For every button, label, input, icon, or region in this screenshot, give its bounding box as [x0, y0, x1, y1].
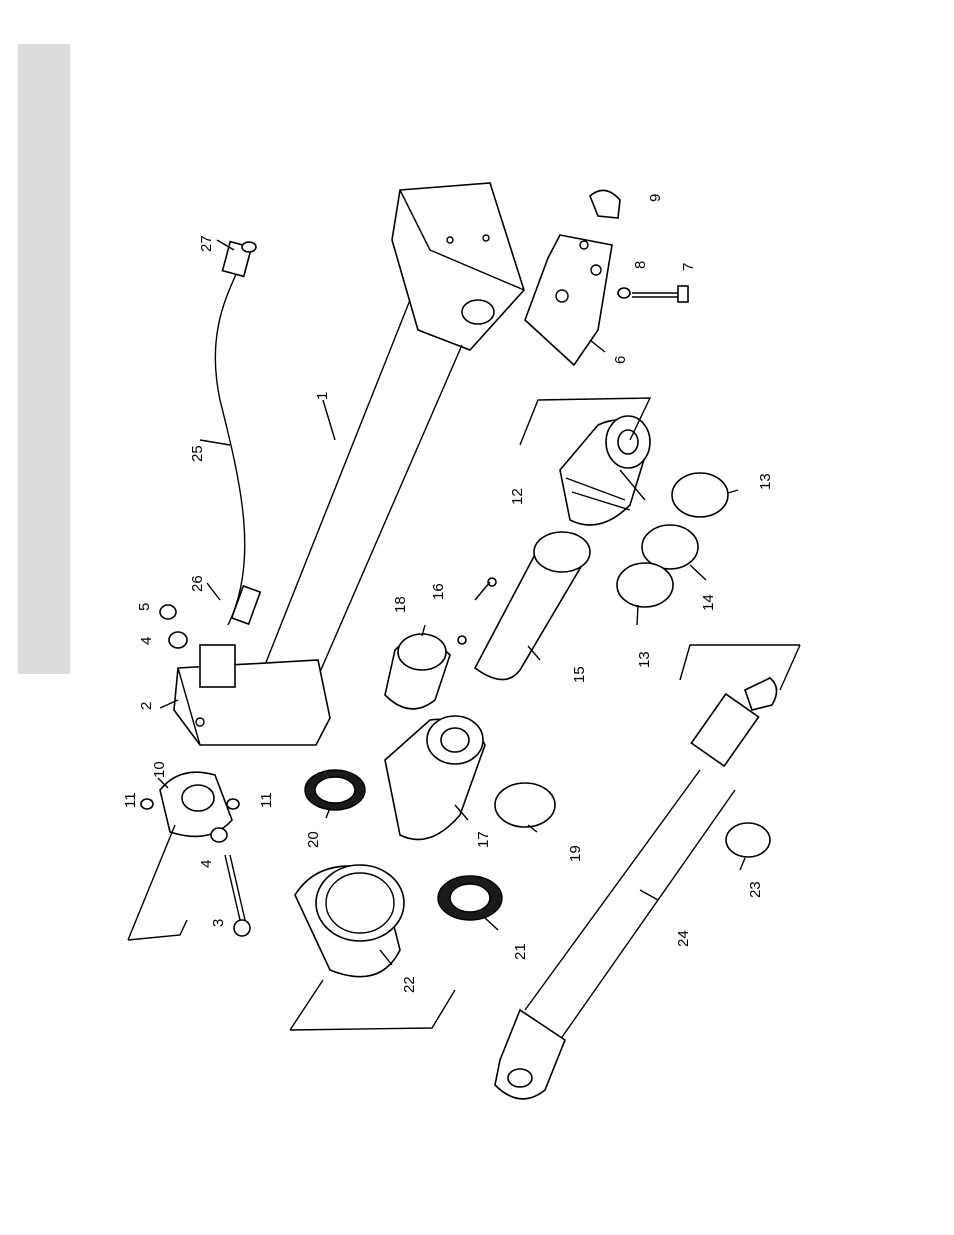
callout-13-right: 13 — [757, 473, 774, 490]
callout-3: 3 — [210, 919, 227, 927]
callout-14: 14 — [700, 594, 717, 611]
part-hose-assembly — [215, 242, 260, 625]
callout-13-lower: 13 — [636, 651, 653, 668]
part-cylinder-barrel — [255, 183, 524, 718]
part-nut — [160, 772, 232, 836]
part-piston — [560, 416, 650, 525]
callout-9: 9 — [647, 194, 664, 202]
callout-15: 15 — [571, 666, 588, 683]
callout-6: 6 — [612, 356, 629, 364]
part-valve-block — [525, 190, 688, 365]
callout-16: 16 — [430, 583, 447, 600]
callout-23: 23 — [747, 881, 764, 898]
callout-4-upper: 4 — [138, 637, 155, 645]
callout-19: 19 — [567, 845, 584, 862]
part-end-block — [174, 645, 330, 745]
callout-10: 10 — [151, 761, 168, 778]
part-piston-rod — [495, 678, 777, 1099]
callout-8: 8 — [632, 261, 649, 269]
callout-4-lower: 4 — [198, 860, 215, 868]
callout-27: 27 — [198, 235, 215, 252]
callout-22: 22 — [401, 976, 418, 993]
part-gland — [385, 716, 485, 840]
callout-25: 25 — [189, 445, 206, 462]
callout-17: 17 — [475, 831, 492, 848]
callout-1: 1 — [314, 392, 331, 400]
callout-5: 5 — [136, 603, 153, 611]
callout-12: 12 — [509, 488, 526, 505]
part-bushing — [385, 634, 450, 709]
callout-20: 20 — [305, 831, 322, 848]
part-long-bolt — [225, 855, 250, 936]
callout-2: 2 — [138, 702, 155, 710]
callout-11-right: 11 — [258, 792, 275, 808]
callout-18: 18 — [392, 596, 409, 613]
part-seals — [295, 770, 770, 977]
callout-7: 7 — [680, 263, 697, 271]
callout-11-left: 11 — [122, 792, 139, 808]
part-sleeve — [458, 532, 590, 680]
callout-26: 26 — [189, 575, 206, 592]
callout-21: 21 — [512, 943, 529, 960]
callout-24: 24 — [675, 930, 692, 947]
